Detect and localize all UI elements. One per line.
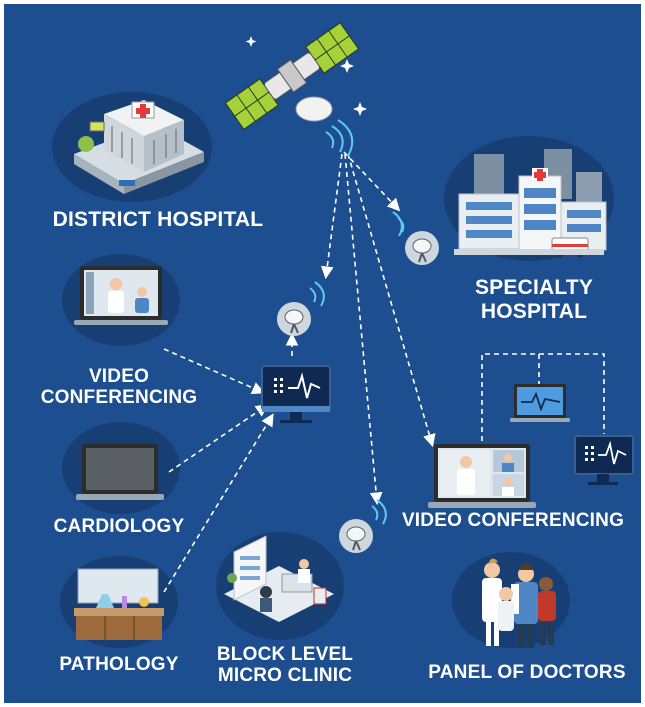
label-clinic-line2: MICRO CLINIC [217, 665, 353, 687]
telemedicine-diagram: DISTRICT HOSPITAL SPECIALTY HOSPITAL VID… [4, 4, 641, 703]
specialty-hospital-icon [454, 149, 607, 258]
laptop-video-call-icon [74, 266, 168, 325]
specialist-network-links [481, 353, 605, 450]
label-clinic-line1: BLOCK LEVEL [216, 644, 354, 665]
label-specialty-hospital: SPECIALTY HOSPITAL [434, 276, 634, 323]
dish-signal [392, 211, 405, 237]
satellite-dish-icon [405, 231, 439, 265]
label-district-hospital: DISTRICT HOSPITAL [52, 208, 264, 231]
label-panel-of-doctors: PANEL OF DOCTORS [428, 662, 626, 683]
dish-signal [309, 281, 325, 307]
label-pathology: PATHOLOGY [59, 654, 179, 675]
district-hospital-icon [74, 100, 204, 194]
monitor-links [163, 332, 299, 593]
diagram-graphics [74, 22, 634, 648]
satellite-dish-icon [277, 302, 311, 336]
label-video-conferencing-left: VIDEO CONFERENCING [24, 366, 214, 409]
label-video-line1: VIDEO [88, 366, 150, 387]
link-pathology-to-monitor [163, 413, 274, 593]
link-satellite-to-video-right [347, 153, 436, 448]
laptop-icon [76, 444, 164, 500]
satellite-links [320, 151, 436, 506]
monitor-heartbeat-icon [574, 435, 634, 485]
label-video-line2: CONFERENCING [40, 387, 198, 409]
dish-signal [371, 499, 387, 525]
micro-clinic-icon [224, 535, 334, 622]
laptop-monitor-icon [510, 384, 570, 422]
link-cardiology-to-monitor [168, 404, 269, 473]
monitor-heartbeat-icon [261, 365, 331, 423]
label-block-level-micro-clinic: BLOCK LEVEL MICRO CLINIC [200, 644, 370, 687]
satellite-signal [325, 119, 354, 157]
link-satellite-to-specialty [343, 151, 401, 212]
doctors-group-icon [482, 558, 556, 648]
link-satellite-to-central [320, 153, 343, 280]
satellite-dish-icon [339, 519, 373, 553]
label-cardiology: CARDIOLOGY [53, 516, 185, 537]
lab-bench-icon [74, 568, 164, 640]
label-video-conferencing-right: VIDEO CONFERENCING [401, 510, 625, 531]
label-specialty-line2: HOSPITAL [480, 299, 588, 323]
satellite-dish-top [295, 96, 333, 122]
label-specialty-line1: SPECIALTY [474, 276, 594, 299]
satellite-icon [224, 22, 360, 130]
stars [245, 36, 367, 116]
laptop-video-call-icon [428, 444, 536, 508]
link-satellite-to-clinic [344, 153, 383, 506]
